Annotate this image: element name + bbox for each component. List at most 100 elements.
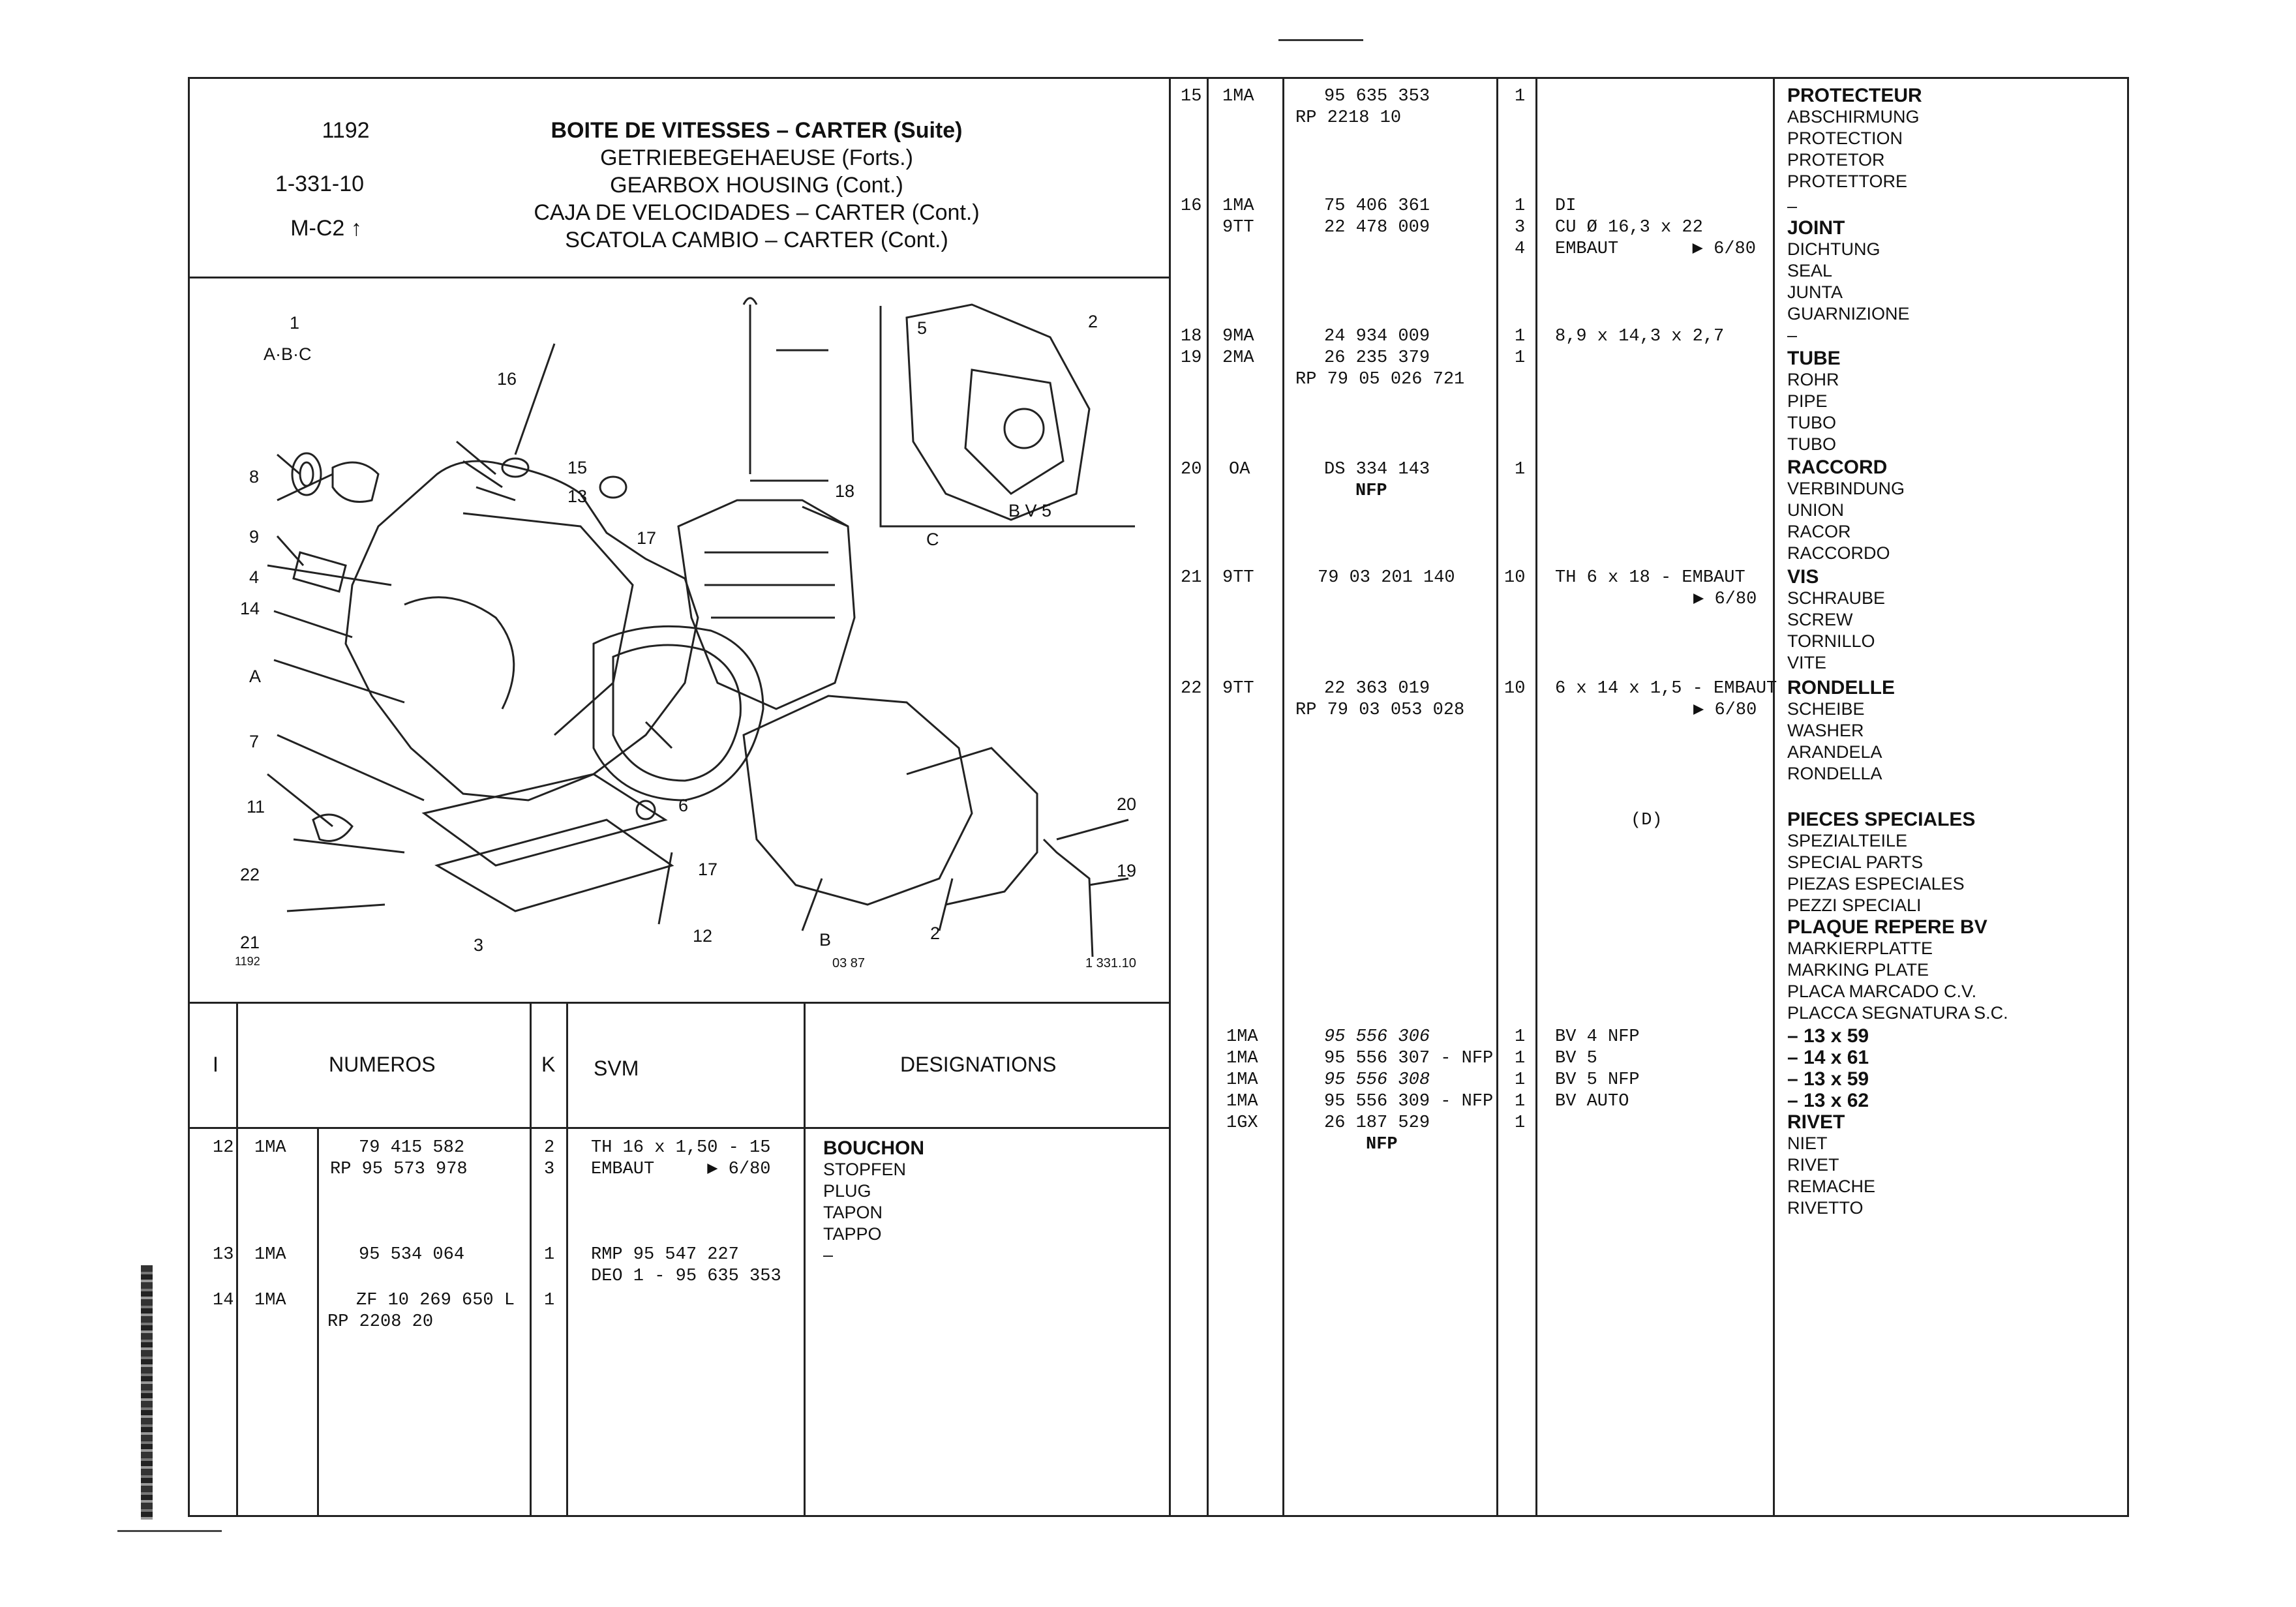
row-13-item: 13 (213, 1245, 234, 1265)
special-desig-3: SPECIAL PARTS (1787, 852, 1924, 872)
r15-desig-2: ABSCHIRMUNG (1787, 107, 1920, 127)
title-en: GEARBOX HOUSING (Cont.) (610, 173, 903, 198)
callout-15: 15 (567, 458, 588, 477)
r22-item: 22 (1181, 679, 1202, 698)
r22-num-2: RP 79 03 053 028 (1295, 700, 1465, 720)
r22-desig-5: RONDELLA (1787, 764, 1882, 783)
callout-6: 6 (678, 796, 689, 815)
col-header-designations: DESIGNATIONS (900, 1053, 1057, 1076)
diagram-bottom-divider (188, 1002, 1169, 1004)
row-12-desig-2: STOPFEN (823, 1160, 907, 1179)
r22-qty-1: 10 (1504, 679, 1526, 698)
r19-desig-1: TUBE (1787, 348, 1841, 369)
callout-9: 9 (249, 527, 260, 547)
row-12-num-1: 79 415 582 (359, 1138, 465, 1158)
r17-qty-2: 4 (1515, 239, 1526, 259)
col-header-svm: SVM (594, 1057, 639, 1080)
plates-num-2: 95 556 307 - NFP (1324, 1049, 1494, 1068)
r20-num-1: DS 334 143 (1324, 460, 1430, 479)
callout-C: C (926, 530, 939, 549)
r18-num-1: 24 934 009 (1324, 327, 1430, 346)
callout-18: 18 (835, 481, 855, 501)
plates-num-3: 95 556 308 (1324, 1070, 1430, 1090)
callout-A: A (249, 667, 262, 686)
special-desig-1: PIECES SPECIALES (1787, 809, 1976, 830)
callout-7: 7 (249, 732, 260, 751)
plates-qty-5: 1 (1515, 1113, 1526, 1133)
r20-code: OA (1229, 460, 1250, 479)
special-desig-6: PLAQUE REPERE BV (1787, 916, 1987, 938)
col-header-numbers: NUMEROS (329, 1053, 436, 1076)
callout-22: 22 (240, 865, 260, 884)
diagram-footer-mid: 03 87 (832, 956, 866, 970)
plates-desig-8: REMACHE (1787, 1177, 1876, 1196)
r22-desig-3: WASHER (1787, 721, 1864, 740)
plates-qty-2: 1 (1515, 1049, 1526, 1068)
r20-qty-1: 1 (1515, 460, 1526, 479)
r22-desig-2: SCHEIBE (1787, 699, 1865, 719)
r17-code: 9TT (1222, 218, 1254, 237)
col-line-1 (236, 1002, 238, 1517)
row-12-spec-1: TH 16 x 1,50 - 15 (591, 1138, 771, 1158)
row-12-desig-4: TAPON (823, 1203, 883, 1222)
r21-desig-4: TORNILLO (1787, 631, 1875, 651)
r16-spec-1: DI (1555, 196, 1577, 216)
col-line-4 (566, 1002, 568, 1517)
r17-desig-5: GUARNIZIONE (1787, 304, 1910, 323)
r17-desig-4: JUNTA (1787, 282, 1843, 302)
assembly-label: 1 (290, 313, 300, 333)
r16-code: 1MA (1222, 196, 1254, 216)
panel-divider (1169, 77, 1171, 1517)
row-12-qty-2: 3 (544, 1160, 555, 1179)
plates-num-1: 95 556 306 (1324, 1027, 1430, 1047)
r21-num-1: 79 03 201 140 (1318, 568, 1455, 588)
rcol-line-5 (1773, 77, 1775, 1517)
r20-desig-1: RACCORD (1787, 457, 1888, 478)
row-14-item: 14 (213, 1291, 234, 1310)
r19-num-1: 26 235 379 (1324, 348, 1430, 368)
r15-desig-3: PROTECTION (1787, 128, 1903, 148)
row-12-num-2: RP 95 573 978 (330, 1160, 468, 1179)
col-line-5 (804, 1002, 806, 1517)
r18-item: 18 (1181, 327, 1202, 346)
r20-num-2: NFP (1355, 481, 1387, 501)
r21-desig-3: SCREW (1787, 610, 1853, 629)
special-desig-7: MARKIERPLATTE (1787, 939, 1933, 958)
plates-num-4: 95 556 309 - NFP (1324, 1092, 1494, 1111)
inset-label: B V 5 (1008, 501, 1052, 520)
r21-spec-1: TH 6 x 18 - EMBAUT (1555, 568, 1745, 588)
model-code: M-C2 ↑ (290, 216, 362, 241)
scan-mark-bottom (117, 1530, 222, 1532)
callout-12: 12 (693, 926, 713, 946)
plates-desig-2: – 14 x 61 (1787, 1047, 1869, 1068)
row-13-qty-1: 1 (544, 1245, 555, 1265)
page-frame (188, 77, 2129, 1517)
special-marker: (D) (1631, 811, 1663, 830)
callout-2a: 2 (930, 924, 941, 943)
callout-3: 3 (474, 935, 484, 955)
r19-item: 19 (1181, 348, 1202, 368)
callout-13: 13 (567, 487, 588, 506)
r15-desig-1: PROTECTEUR (1787, 85, 1922, 106)
up-arrow-icon: ↑ (350, 216, 362, 241)
row-12-item: 12 (213, 1138, 234, 1158)
title-fr: BOITE DE VITESSES – CARTER (Suite) (551, 118, 963, 143)
r19-desig-5: TUBO (1787, 434, 1837, 454)
special-desig-8: MARKING PLATE (1787, 960, 1929, 980)
r21-item: 21 (1181, 568, 1202, 588)
callout-16: 16 (497, 369, 517, 389)
row-12-code: 1MA (254, 1138, 286, 1158)
callout-17b: 17 (698, 860, 718, 879)
rcol-line-2 (1282, 77, 1284, 1517)
r22-num-1: 22 363 019 (1324, 679, 1430, 698)
callout-B: B (819, 930, 832, 950)
plates-desig-9: RIVETTO (1787, 1198, 1864, 1218)
callout-4: 4 (249, 567, 260, 587)
r19-code: 2MA (1222, 348, 1254, 368)
r16-desig-1: – (1787, 196, 1798, 216)
plates-spec-4: BV AUTO (1555, 1092, 1629, 1111)
r19-desig-3: PIPE (1787, 391, 1828, 411)
r17-desig-1: JOINT (1787, 217, 1845, 239)
plates-spec-1: BV 4 NFP (1555, 1027, 1640, 1047)
plates-codes: 1MA 1MA 1MA 1MA 1GX (1226, 1027, 1258, 1133)
